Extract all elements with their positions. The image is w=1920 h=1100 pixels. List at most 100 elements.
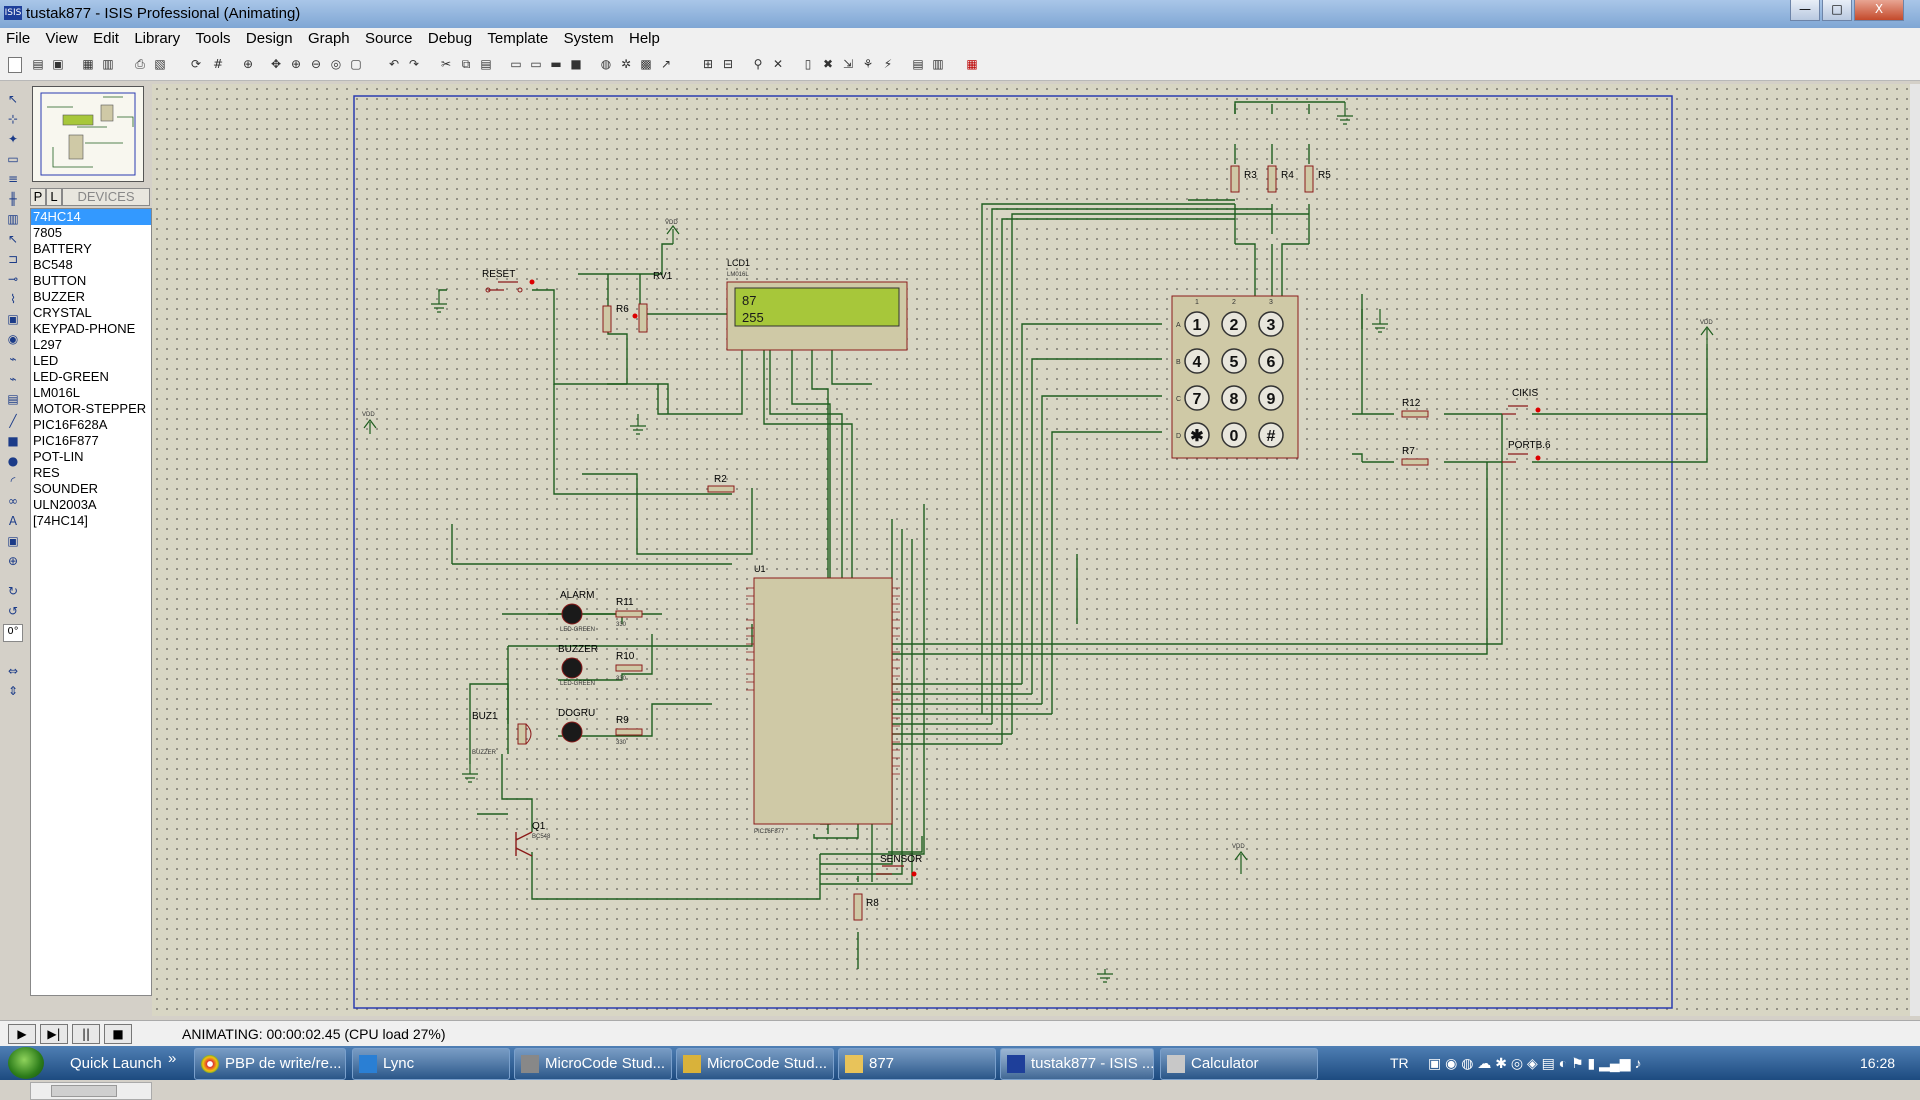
keypad-key[interactable]: 6 (1258, 348, 1284, 374)
netlist-icon[interactable]: ▤ (912, 57, 924, 71)
clock[interactable]: 16:28 (1860, 1055, 1896, 1071)
keypad-key[interactable]: 2 (1221, 311, 1247, 337)
design-explorer-icon[interactable]: ✕ (772, 57, 784, 71)
device-list-item[interactable]: BATTERY (33, 241, 92, 256)
keypad-key[interactable]: 5 (1221, 348, 1247, 374)
copy-icon[interactable]: ⧉ (461, 57, 471, 71)
junction-icon[interactable]: ✦ (7, 132, 19, 146)
step-button[interactable]: ▶| (40, 1024, 68, 1044)
menu-design[interactable]: Design (245, 30, 293, 47)
make-device-icon[interactable]: ✲ (620, 57, 632, 71)
zoom-out-icon[interactable]: ⊖ (310, 57, 322, 71)
generator-icon[interactable]: ◉ (7, 332, 19, 346)
search-tag-icon[interactable]: ⊟ (722, 57, 734, 71)
keypad-key[interactable]: 8 (1221, 385, 1247, 411)
taskbar-item-pbp[interactable]: PBP de write/re... (194, 1048, 346, 1080)
arc-icon[interactable]: ◜ (10, 474, 16, 488)
keypad-key[interactable]: 3 (1258, 311, 1284, 337)
tray-icons[interactable]: ▣ ◉ ◍ ☁ ✱ ◎ ◈ ▤ ◐ ⚑ ▮ ▂▄▆ ♪ (1428, 1055, 1642, 1071)
device-list-item[interactable]: CRYSTAL (33, 305, 92, 320)
device-list-scrollbar[interactable] (30, 1082, 152, 1100)
device-list-item[interactable]: LED (33, 353, 59, 368)
maximize-button[interactable]: □ (1822, 0, 1852, 21)
redo-icon[interactable]: ↷ (408, 57, 420, 71)
keypad-key[interactable]: 0 (1221, 422, 1247, 448)
rotate-cw-icon[interactable]: ↻ (7, 584, 19, 598)
tab-pick-p[interactable]: P (30, 188, 46, 206)
grid-icon[interactable]: # (212, 57, 224, 71)
decompose-icon[interactable]: ↗ (660, 57, 672, 71)
start-button[interactable] (8, 1047, 44, 1079)
menu-graph[interactable]: Graph (307, 30, 350, 47)
save-icon[interactable]: ▣ (52, 57, 64, 71)
block-delete-icon[interactable]: ■ (570, 57, 582, 71)
device-list-item[interactable]: PIC16F877 (33, 433, 99, 448)
block-rotate-icon[interactable]: ▬ (550, 57, 562, 71)
menu-view[interactable]: View (45, 30, 78, 47)
device-list-item[interactable]: BC548 (33, 257, 73, 272)
mirror-y-icon[interactable]: ⇕ (7, 684, 19, 698)
quick-launch-chevron-icon[interactable]: » (168, 1050, 177, 1067)
play-button[interactable]: ▶ (8, 1024, 36, 1044)
device-list-item[interactable]: PIC16F628A (33, 417, 108, 432)
device-list-item[interactable]: LM016L (33, 385, 80, 400)
keypad-key[interactable]: # (1258, 422, 1284, 448)
cut-icon[interactable]: ✂ (440, 57, 452, 71)
device-list-item[interactable]: POT-LIN (33, 449, 84, 464)
marker-icon[interactable]: ⊕ (7, 554, 19, 568)
overview-window[interactable] (32, 86, 144, 182)
tape-recorder-icon[interactable]: ▣ (7, 312, 19, 326)
origin-icon[interactable]: ⊕ (242, 57, 254, 71)
taskbar-item-lync[interactable]: Lync (352, 1048, 510, 1080)
quick-launch-label[interactable]: Quick Launch (70, 1055, 162, 1072)
menu-source[interactable]: Source (364, 30, 413, 47)
close-button[interactable]: X (1854, 0, 1904, 21)
print-icon[interactable]: ⎙ (135, 57, 145, 71)
keypad-key[interactable]: 7 (1184, 385, 1210, 411)
device-list-item[interactable]: KEYPAD-PHONE (33, 321, 136, 336)
device-list-item[interactable]: ULN2003A (33, 497, 97, 512)
wire-label-icon[interactable]: ▭ (7, 152, 19, 166)
zoom-in-icon[interactable]: ⊕ (290, 57, 302, 71)
text-icon[interactable]: A (8, 514, 18, 528)
menu-file[interactable]: File (6, 30, 31, 47)
circle-icon[interactable]: ● (7, 454, 19, 468)
undo-icon[interactable]: ↶ (388, 57, 400, 71)
taskbar-item-microcode-1[interactable]: MicroCode Stud... (514, 1048, 672, 1080)
open-folder-icon[interactable]: ▤ (32, 57, 44, 71)
menu-help[interactable]: Help (628, 30, 660, 47)
mirror-x-icon[interactable]: ⇔ (7, 664, 19, 678)
device-pin-icon[interactable]: ⊸ (7, 272, 19, 286)
pan-icon[interactable]: ✥ (270, 57, 282, 71)
device-list-item[interactable]: LED-GREEN (33, 369, 109, 384)
virtual-instrument-icon[interactable]: ▤ (7, 392, 19, 406)
menu-system[interactable]: System (563, 30, 614, 47)
remove-sheet-icon[interactable]: ✖ (822, 57, 834, 71)
taskbar-item-microcode-2[interactable]: MicroCode Stud... (676, 1048, 834, 1080)
terminal-icon[interactable]: ⊐ (7, 252, 19, 266)
paste-icon[interactable]: ▤ (480, 57, 492, 71)
device-list-item[interactable]: BUTTON (33, 273, 87, 288)
new-file-icon[interactable] (8, 57, 22, 73)
menu-debug[interactable]: Debug (427, 30, 473, 47)
taskbar-item-isis[interactable]: tustak877 - ISIS ... (1000, 1048, 1154, 1080)
device-list-item[interactable]: 7805 (33, 225, 62, 240)
symbol-icon[interactable]: ▣ (7, 534, 19, 548)
menu-edit[interactable]: Edit (93, 30, 119, 47)
tab-devices[interactable]: DEVICES (62, 188, 150, 206)
device-list-item[interactable]: SOUNDER (33, 481, 99, 496)
graph-icon[interactable]: ⌇ (10, 292, 16, 306)
instant-edit-icon[interactable]: ↖ (7, 232, 19, 246)
tab-libraries-l[interactable]: L (46, 188, 62, 206)
line-icon[interactable]: ╱ (9, 414, 17, 428)
device-list-item[interactable]: L297 (33, 337, 62, 352)
block-move-icon[interactable]: ▭ (530, 57, 542, 71)
bus-icon[interactable]: ╫ (9, 192, 17, 206)
ares-icon[interactable]: ▥ (932, 57, 944, 71)
schematic-canvas[interactable]: VDD VDD VDD VDD RESET RV1 (152, 84, 1910, 1016)
ares-board-icon[interactable]: ▦ (966, 57, 978, 71)
component-mode-icon[interactable]: ⊹ (7, 112, 19, 126)
package-tool-icon[interactable]: ▩ (640, 57, 652, 71)
scrollbar-thumb[interactable] (51, 1085, 117, 1097)
